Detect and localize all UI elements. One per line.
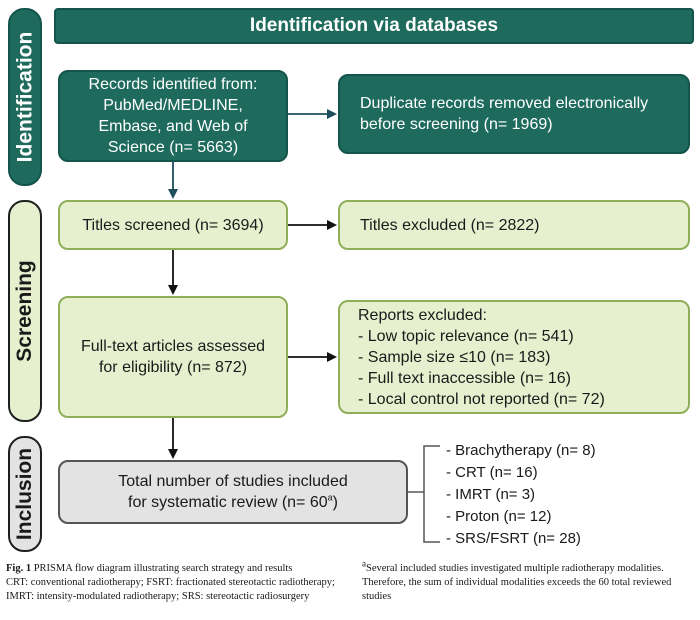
titles-excluded-text: Titles excluded (n= 2822)	[360, 216, 540, 234]
list-item: - Sample size ≤10 (n= 183)	[358, 348, 551, 366]
included-line-1: Total number of studies included	[118, 473, 348, 490]
reports-excluded-box: Reports excluded: - Low topic relevance …	[338, 300, 690, 414]
figure-label: Fig. 1	[6, 563, 32, 574]
fulltext-assessed-box: Full-text articles assessed for eligibil…	[58, 296, 288, 418]
list-item: - CRT (n= 16)	[446, 464, 538, 481]
list-item: - Proton (n= 12)	[446, 508, 552, 525]
records-line-2: PubMed/MEDLINE,	[103, 97, 243, 114]
list-item: - Low topic relevance (n= 541)	[358, 327, 574, 345]
included-studies-box: Total number of studies included for sys…	[58, 460, 408, 524]
figure-caption-text: PRISMA flow diagram illustrating search …	[33, 563, 293, 574]
footnote-marker: a	[362, 558, 366, 569]
modalities-list: - Brachytherapy (n= 8) - CRT (n= 16) - I…	[446, 440, 646, 552]
list-item: - SRS/FSRT (n= 28)	[446, 530, 581, 547]
stage-identification: Identification	[8, 8, 42, 186]
stage-inclusion: Inclusion	[8, 436, 42, 552]
fulltext-line-1: Full-text articles assessed	[80, 338, 266, 355]
header-bar: Identification via databases	[54, 8, 694, 44]
records-line-3: Embase, and Web of	[98, 118, 248, 135]
duplicates-removed-box: Duplicate records removed electronically…	[338, 74, 690, 154]
duplicates-line-2: before screening (n= 1969)	[360, 116, 553, 133]
header-title: Identification via databases	[249, 15, 499, 36]
reports-excluded-title: Reports excluded:	[358, 306, 487, 324]
list-item: - Full text inaccessible (n= 16)	[358, 369, 571, 387]
records-line-4: Science (n= 5663)	[107, 139, 239, 156]
stage-screening: Screening	[8, 200, 42, 422]
abbreviations: CRT: conventional radiotherapy; FSRT: fr…	[6, 577, 335, 602]
footnote: aSeveral included studies investigated m…	[362, 558, 694, 618]
figure-caption: Fig. 1 PRISMA flow diagram illustrating …	[6, 562, 338, 618]
included-line-2: for systematic review (n= 60a)	[128, 492, 338, 511]
records-identified-box: Records identified from: PubMed/MEDLINE,…	[58, 70, 288, 162]
bracket	[423, 445, 440, 543]
duplicates-line-1: Duplicate records removed electronically	[360, 95, 649, 112]
list-item: - IMRT (n= 3)	[446, 486, 536, 503]
reports-excluded-list: - Low topic relevance (n= 541) - Sample …	[358, 326, 605, 410]
titles-screened-text: Titles screened (n= 3694)	[82, 216, 264, 234]
fulltext-line-2: for eligibility (n= 872)	[98, 359, 248, 376]
titles-excluded-box: Titles excluded (n= 2822)	[338, 200, 690, 250]
list-item: - Local control not reported (n= 72)	[358, 390, 605, 408]
titles-screened-box: Titles screened (n= 3694)	[58, 200, 288, 250]
records-line-1: Records identified from:	[88, 76, 258, 93]
footnote-text: Several included studies investigated mu…	[362, 563, 672, 602]
list-item: - Brachytherapy (n= 8)	[446, 442, 596, 459]
